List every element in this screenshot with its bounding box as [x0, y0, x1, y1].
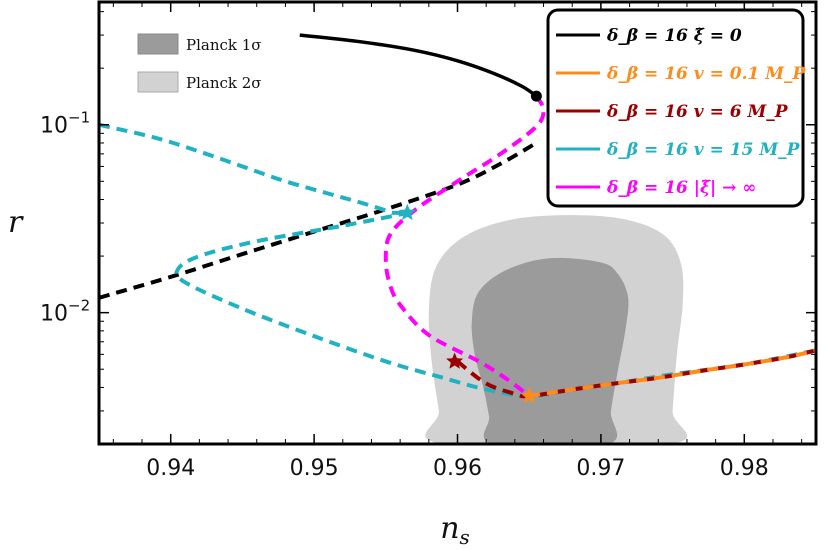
y-axis-label: r: [8, 205, 24, 240]
star-marker-1: [398, 203, 416, 221]
series-line-0: [299, 33, 538, 98]
x-tick-label: 0.98: [720, 456, 769, 481]
planck-2sigma-label: Planck 2σ: [186, 74, 262, 92]
planck-1sigma-label: Planck 1σ: [186, 36, 262, 54]
x-axis: 0.94 0.95 0.96 0.97 0.98: [112, 2, 803, 481]
endpoint-dot: [530, 90, 542, 102]
y-tick-label: 10−2: [40, 297, 90, 327]
legend-label-2: δ_β = 16 v = 6 M_P: [606, 102, 789, 122]
series-legend: δ_β = 16 ξ̃ = 0 δ_β = 16 v = 0.1 M_P δ_β =…: [546, 8, 807, 208]
series-line-4: [383, 95, 546, 398]
planck-2sigma-swatch: [137, 71, 179, 93]
y-tick-label: 10−1: [40, 109, 90, 139]
series-line-3: [99, 122, 816, 399]
legend-label-3: δ_β = 16 v = 15 M_P: [606, 140, 801, 160]
y-axis: 10−1 10−2: [40, 11, 816, 412]
legend-label-1: δ_β = 16 v = 0.1 M_P: [606, 64, 807, 84]
planck-contours: [425, 215, 687, 444]
series-lines: [99, 33, 816, 399]
x-tick-label: 0.95: [290, 456, 339, 481]
series-line-1: [528, 348, 816, 399]
x-axis-label: ns: [440, 511, 470, 549]
x-tick-label: 0.94: [146, 456, 195, 481]
legend-box: [546, 8, 805, 208]
planck-1sigma-region: [471, 257, 629, 444]
legend-label-4: δ_β = 16 |ξ̃| → ∞: [606, 178, 756, 198]
planck-1sigma-swatch: [137, 33, 179, 55]
star-marker-3: [520, 387, 538, 404]
series-line-2: [456, 348, 816, 399]
planck-legend: Planck 1σ Planck 2σ: [137, 33, 262, 93]
series-markers: [398, 90, 542, 404]
star-marker-2: [446, 352, 464, 369]
x-tick-label: 0.97: [576, 456, 625, 481]
series-line-5: [99, 141, 538, 300]
legend-label-0: δ_β = 16 ξ̃ = 0: [606, 26, 742, 46]
x-tick-label: 0.96: [433, 456, 482, 481]
